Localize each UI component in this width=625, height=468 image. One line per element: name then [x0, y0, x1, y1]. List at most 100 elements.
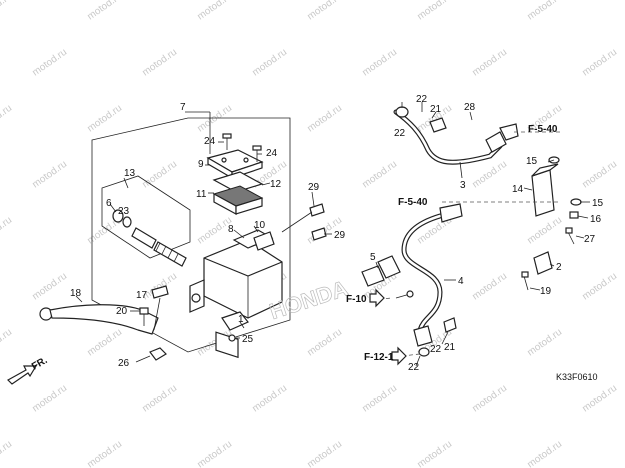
- callout-7: 7: [180, 102, 186, 113]
- ref-f-12-1: F-12-1: [364, 352, 394, 363]
- leader-lines: [75, 102, 590, 367]
- upper-banjo: [395, 106, 447, 133]
- watermark-text: motod.ru: [305, 439, 344, 468]
- callout-10: 10: [254, 220, 266, 231]
- watermark-text: motod.ru: [360, 47, 399, 79]
- clip-bolt: [521, 271, 529, 291]
- watermark-text: motod.ru: [580, 271, 619, 303]
- callout-21-upper: 21: [430, 104, 442, 115]
- lower-bolt: [443, 317, 457, 333]
- ref-f-12-1-arrow: [391, 346, 407, 366]
- watermark-text: motod.ru: [0, 103, 14, 135]
- watermark-text: motod.ru: [85, 103, 124, 135]
- grommet-lower: [570, 198, 582, 206]
- watermark-text: motod.ru: [580, 159, 619, 191]
- callout-11: 11: [196, 189, 207, 200]
- callout-19: 19: [540, 286, 552, 297]
- watermark-text: motod.ru: [580, 383, 619, 415]
- callout-1: 1: [238, 314, 244, 325]
- direction-arrow: [7, 365, 38, 385]
- watermark-text: motod.ru: [305, 0, 344, 22]
- watermark-text: motod.ru: [30, 271, 69, 303]
- cap-screw-right: [252, 145, 262, 162]
- watermark-text: motod.ru: [85, 0, 124, 22]
- lower-banjo: [413, 325, 433, 357]
- callout-24-left: 24: [204, 136, 216, 147]
- callout-6: 6: [106, 198, 112, 209]
- hose-clamp: [361, 255, 401, 287]
- callout-2: 2: [556, 262, 562, 273]
- callout-15-lower: 15: [592, 198, 604, 209]
- ref-f-10-arrow: [369, 288, 385, 308]
- callout-29-lower: 29: [334, 230, 346, 241]
- watermark-text: motod.ru: [305, 103, 344, 135]
- watermark-text: motod.ru: [470, 271, 509, 303]
- callout-23: 23: [118, 206, 130, 217]
- watermark-text: motod.ru: [0, 215, 14, 247]
- watermark-text: motod.ru: [85, 439, 124, 468]
- callout-15-upper: 15: [526, 156, 538, 167]
- hose-joint: [485, 123, 519, 153]
- clamp-bolt: [395, 290, 414, 299]
- watermark-text: motod.ru: [30, 159, 69, 191]
- switch-screw: [228, 334, 236, 342]
- watermark-text: motod.ru: [580, 47, 619, 79]
- brake-hose-upper: [393, 109, 503, 165]
- hose-clip: [533, 251, 553, 275]
- brake-lever: [39, 304, 159, 335]
- watermark-text: motod.ru: [0, 439, 14, 468]
- watermark-text: motod.ru: [0, 0, 14, 22]
- watermark-text: motod.ru: [250, 47, 289, 79]
- watermark-text: motod.ru: [250, 383, 289, 415]
- banjo-bolt-upper: [281, 203, 325, 233]
- watermark-text: motod.ru: [470, 159, 509, 191]
- callout-24-right: 24: [266, 148, 278, 159]
- callout-12: 12: [270, 179, 282, 190]
- watermark-text: motod.ru: [30, 47, 69, 79]
- watermark-text: motod.ru: [0, 327, 14, 359]
- watermark-text: motod.ru: [195, 439, 234, 468]
- callout-28: 28: [464, 102, 476, 113]
- hose-holder: [531, 163, 559, 217]
- watermark-text: motod.ru: [140, 383, 179, 415]
- collar: [569, 211, 579, 219]
- callout-18: 18: [70, 288, 82, 299]
- brake-light-switch: [221, 311, 249, 331]
- callout-14: 14: [512, 184, 524, 195]
- banjo-bolt-lower: [311, 227, 327, 241]
- callout-8: 8: [228, 224, 234, 235]
- watermark-text: motod.ru: [305, 327, 344, 359]
- ref-f-5-40-upper: F-5-40: [528, 124, 558, 135]
- watermark-text: motod.ru: [415, 439, 454, 468]
- pivot-bolt: [151, 285, 169, 331]
- watermark-text: motod.ru: [470, 47, 509, 79]
- watermark-text: motod.ru: [470, 383, 509, 415]
- callout-21-lower: 21: [444, 342, 456, 353]
- callout-17: 17: [136, 290, 148, 301]
- callout-20: 20: [116, 306, 128, 317]
- ref-f-10: F-10: [346, 294, 367, 305]
- watermark-text: motod.ru: [525, 0, 564, 22]
- callout-29-upper: 29: [308, 182, 320, 193]
- banjo-fitting: [253, 231, 275, 251]
- watermark-text: motod.ru: [195, 103, 234, 135]
- watermark-text: motod.ru: [525, 439, 564, 468]
- ref-f-5-40-lower: F-5-40: [398, 197, 428, 208]
- callout-16: 16: [590, 214, 602, 225]
- watermark-text: motod.ru: [195, 0, 234, 22]
- pivot-nut: [149, 347, 167, 361]
- callout-22-top: 22: [416, 94, 428, 105]
- callout-27: 27: [584, 234, 596, 245]
- watermark-text: motod.ru: [140, 159, 179, 191]
- assembly-outline: [91, 117, 291, 353]
- callout-22-mid: 22: [430, 344, 442, 355]
- hose-end-fitting: [439, 203, 463, 223]
- callout-22-upper: 22: [394, 128, 406, 139]
- watermark-text: motod.ru: [30, 383, 69, 415]
- watermark-text: motod.ru: [525, 327, 564, 359]
- watermark-text: motod.ru: [360, 383, 399, 415]
- watermark-text: motod.ru: [360, 159, 399, 191]
